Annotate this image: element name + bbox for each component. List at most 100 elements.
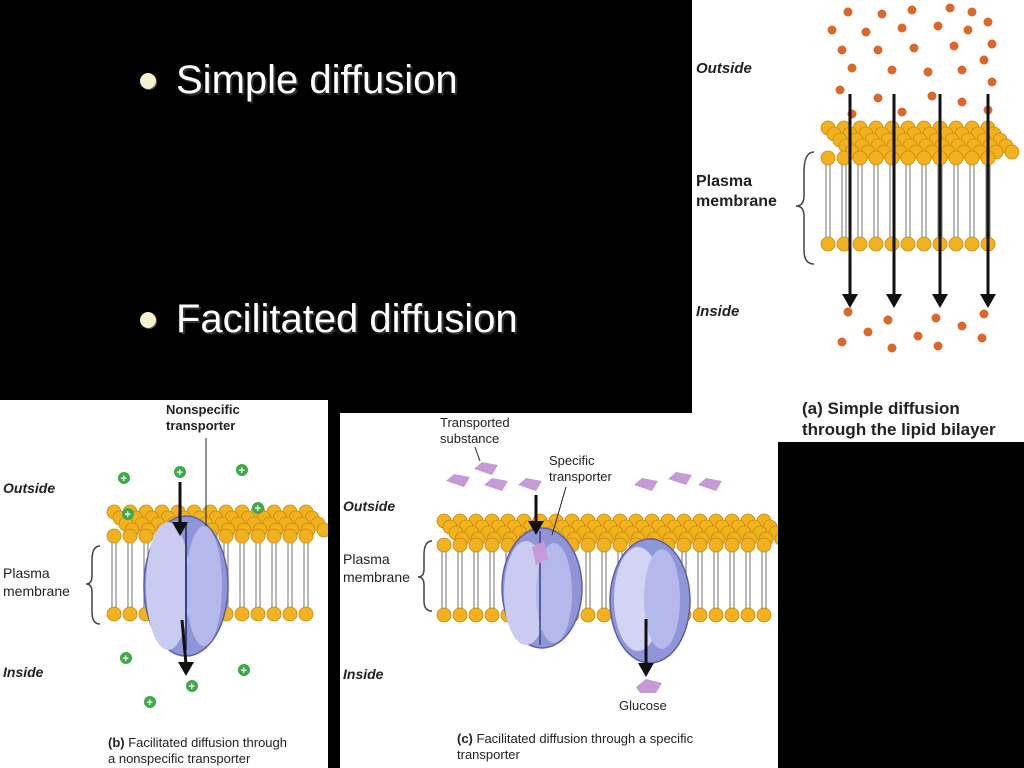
molecule-inside	[931, 313, 941, 323]
lipid-bilayer-head-front	[852, 150, 868, 166]
molecule-outside	[907, 5, 917, 15]
membrane-brace	[85, 545, 101, 625]
exit-arrowhead	[178, 662, 194, 676]
glucose-label: Glucose	[619, 698, 667, 713]
lipid-bilayer-head-bottom	[596, 607, 612, 623]
panel-nonspecific-transporter: +++++++++ Nonspecific transporter Outsid…	[0, 400, 328, 768]
lipid-bilayer-head-front	[106, 528, 122, 544]
lipid-bilayer-head-front	[122, 528, 138, 544]
bullet-facilitated-label: Facilitated diffusion	[176, 297, 518, 341]
molecule-outside	[835, 85, 845, 95]
membrane-brace	[795, 151, 815, 265]
lipid-bilayer-head-bottom	[580, 607, 596, 623]
ion-plus: +	[255, 503, 261, 515]
membrane-label-line1: Plasma	[696, 173, 753, 190]
lipid-bilayer-head-top	[316, 522, 328, 538]
transporter-lobe-left	[146, 522, 190, 650]
ion	[120, 652, 132, 664]
lipid-bilayer-head-top	[1004, 144, 1020, 160]
outside-label: Outside	[696, 60, 752, 77]
lipid-bilayer-head-front	[436, 537, 452, 553]
ion	[174, 466, 186, 478]
lipid-bilayer-head-bottom	[436, 607, 452, 623]
glucose-molecule	[474, 462, 498, 475]
bullet-simple-label: Simple diffusion	[176, 58, 458, 102]
ion	[122, 508, 134, 520]
lipid-bilayer-head-front	[484, 537, 500, 553]
lipid-bilayer-head-bottom	[868, 236, 884, 252]
lipid-bilayer-head-front	[580, 537, 596, 553]
molecule-outside	[897, 23, 907, 33]
lipid-bilayer-head-front	[964, 150, 980, 166]
ion	[144, 696, 156, 708]
lipid-bilayer-head-bottom	[282, 606, 298, 622]
lipid-bilayer-head-bottom	[852, 236, 868, 252]
lipid-bilayer-head-bottom	[756, 607, 772, 623]
lipid-bilayer-head-bottom	[724, 607, 740, 623]
lipid-bilayer-head-front	[948, 150, 964, 166]
caption-a-line1: Simple diffusion	[827, 399, 960, 418]
lipid-bilayer-head-bottom	[234, 606, 250, 622]
lipid-bilayer-head-front	[234, 528, 250, 544]
molecule-outside	[957, 97, 967, 107]
diffusion-arrowhead	[932, 294, 948, 308]
lipid-bilayer-head-front	[676, 537, 692, 553]
nonspecific-transporter-label: Nonspecific transporter	[166, 402, 240, 434]
glucose-in-transporter	[532, 541, 548, 565]
specific-transporter-figure	[417, 446, 778, 693]
substance-line2: substance	[440, 431, 500, 446]
lipid-bilayer-head-bottom	[468, 607, 484, 623]
molecule-outside	[843, 7, 853, 17]
caption-a: (a) Simple diffusion through the lipid b…	[802, 398, 996, 440]
molecule-outside	[877, 9, 887, 19]
nonspecific-transporter-figure: +++++++++	[85, 438, 328, 709]
molecule-outside	[847, 63, 857, 73]
membrane-label-line2: membrane	[343, 569, 410, 585]
entry-arrowhead	[528, 521, 544, 535]
lipid-bilayer-head-bottom	[298, 606, 314, 622]
molecule-outside	[827, 25, 837, 35]
plasma-membrane-label: Plasma membrane	[343, 550, 410, 586]
caption-b-line2: a nonspecific transporter	[108, 751, 251, 766]
molecule-inside	[843, 307, 853, 317]
ion-plus: +	[189, 681, 195, 693]
bullet-facilitated-diffusion: Facilitated diffusion	[140, 297, 518, 342]
molecule-inside	[913, 331, 923, 341]
lipid-bilayer-head-top	[774, 532, 778, 546]
molecule-outside	[861, 27, 871, 37]
glucose-molecule	[446, 474, 470, 487]
molecule-outside	[967, 7, 977, 17]
molecule-outside	[987, 39, 997, 49]
lipid-bilayer-head-bottom	[250, 606, 266, 622]
lipid-bilayer-head-front	[756, 537, 772, 553]
molecule-inside	[979, 309, 989, 319]
molecule-outside	[963, 25, 973, 35]
glucose-molecule	[698, 478, 722, 491]
membrane-label-line1: Plasma	[343, 551, 390, 567]
lipid-bilayer-head-front	[916, 150, 932, 166]
transporter-c-line1: Specific	[549, 453, 595, 468]
panel-specific-transporter: Transported substance Specific transport…	[340, 413, 778, 768]
lipid-bilayer-head-front	[138, 528, 154, 544]
lipid-bilayer-head-bottom	[916, 236, 932, 252]
membrane-label-line2: membrane	[3, 583, 70, 599]
transporter-lobe-right	[186, 526, 222, 646]
lipid-bilayer-head-front	[452, 537, 468, 553]
molecule-inside	[957, 321, 967, 331]
ion	[186, 680, 198, 692]
ion	[238, 664, 250, 676]
molecule-outside	[923, 67, 933, 77]
molecule-outside	[987, 77, 997, 87]
diffusion-arrowhead	[842, 294, 858, 308]
lipid-bilayer-head-front	[724, 537, 740, 553]
lipid-bilayer-head-front	[692, 537, 708, 553]
ion-plus: +	[121, 473, 127, 485]
inside-label: Inside	[696, 303, 740, 320]
lipid-bilayer-head-bottom	[884, 236, 900, 252]
molecule-outside	[983, 17, 993, 27]
lipid-bilayer-head-front	[612, 537, 628, 553]
molecule-outside	[837, 45, 847, 55]
transporter-b-line2: transporter	[166, 418, 236, 433]
molecule-outside	[909, 43, 919, 53]
caption-a-prefix: (a)	[802, 399, 823, 418]
